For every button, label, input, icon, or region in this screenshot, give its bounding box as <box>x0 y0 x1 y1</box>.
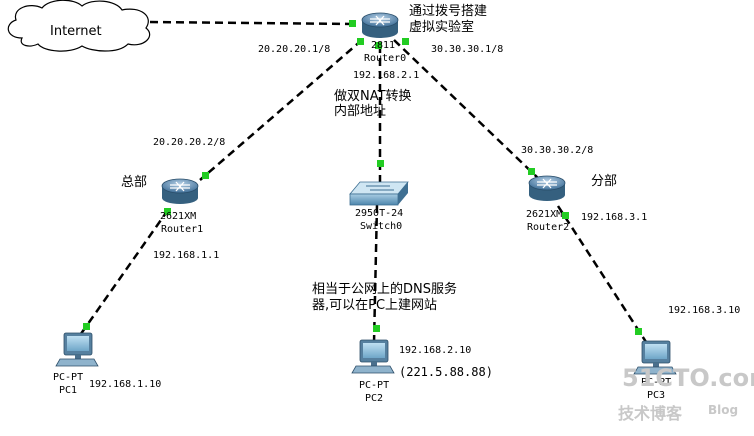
watermark-blog: Blog <box>708 403 739 417</box>
r0-to-r2-ip: 30.30.30.1/8 <box>431 44 504 55</box>
r0-to-r1-ip: 20.20.20.1/8 <box>258 44 331 55</box>
r1-lan-ip: 192.168.1.1 <box>153 250 220 261</box>
router2-name: Router2 <box>527 222 570 233</box>
pc1-icon[interactable] <box>55 332 99 367</box>
pc2-public-ip: (221.5.88.88) <box>399 365 493 379</box>
pc3-ip: 192.168.3.10 <box>668 305 741 316</box>
watermark-text: 技术博客 <box>618 404 683 423</box>
port-led <box>373 325 380 332</box>
router0-name: Router0 <box>364 53 407 64</box>
port-led <box>357 38 364 45</box>
dns-note-line2: 器,可以在PC上建网站 <box>312 298 438 313</box>
port-led <box>377 160 384 167</box>
link-router2-pc3 <box>556 205 650 346</box>
r0-lan-ip: 192.168.2.1 <box>353 70 420 81</box>
port-led <box>635 328 642 335</box>
router1-model: 2621XM <box>160 211 197 222</box>
r2-lan-ip: 192.168.3.1 <box>581 212 648 223</box>
watermark-site: 51CTO.com <box>622 364 754 392</box>
internet-cloud[interactable] <box>7 0 151 52</box>
router1-icon[interactable] <box>161 178 199 204</box>
hq-label: 总部 <box>121 175 148 190</box>
pc2-icon[interactable] <box>351 339 395 374</box>
port-led <box>402 38 409 45</box>
link-router0-router2 <box>393 39 541 181</box>
router2-model: 2621XM <box>526 209 563 220</box>
router1-name: Router1 <box>161 224 204 235</box>
port-led <box>83 323 90 330</box>
pc1-name: PC1 <box>59 385 78 396</box>
link-switch-pc2 <box>372 204 379 344</box>
r2-wan-ip: 30.30.30.2/8 <box>521 145 594 156</box>
router0-note-line2: 虚拟实验室 <box>409 20 475 35</box>
port-led <box>375 42 382 49</box>
router0-icon[interactable] <box>361 12 399 38</box>
port-led <box>164 208 171 215</box>
pc2-type: PC-PT <box>359 380 390 391</box>
pc3-type: PC-PT <box>641 377 672 388</box>
pc3-name: PC3 <box>647 390 666 401</box>
internet-label: Internet <box>50 24 102 39</box>
r1-wan-ip: 20.20.20.2/8 <box>153 137 226 148</box>
router2-icon[interactable] <box>528 175 566 201</box>
dns-note-line1: 相当于公网上的DNS服务 <box>312 282 457 297</box>
branch-label: 分部 <box>591 174 618 189</box>
router0-note-line1: 通过拨号搭建 <box>409 4 488 19</box>
port-led <box>562 212 569 219</box>
link-router0-router1 <box>199 39 363 181</box>
switch0-name: Switch0 <box>360 221 403 232</box>
switch0-model: 2950T-24 <box>355 208 404 219</box>
pc1-type: PC-PT <box>53 372 84 383</box>
port-led <box>202 172 209 179</box>
switch0-icon[interactable] <box>349 181 409 206</box>
link-internet-router0 <box>149 20 353 26</box>
nat-note-line1: 做双NAT转换 <box>334 89 412 104</box>
pc2-ip: 192.168.2.10 <box>399 345 472 356</box>
router0-model: 2811 <box>371 40 396 51</box>
pc3-icon[interactable] <box>633 340 677 375</box>
pc2-name: PC2 <box>365 393 384 404</box>
pc1-ip: 192.168.1.10 <box>89 379 162 390</box>
nat-note-line2: 内部地址 <box>334 104 387 119</box>
link-router1-pc1 <box>76 209 170 339</box>
port-led <box>349 20 356 27</box>
port-led <box>528 168 535 175</box>
